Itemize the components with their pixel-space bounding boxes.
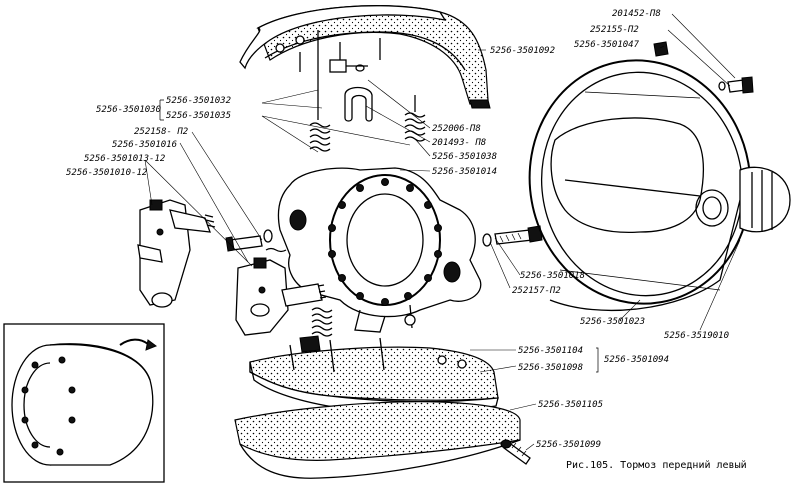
label-3501010: 5256-3501010-12: [66, 168, 147, 178]
figure-caption: Рис.105. Тормоз передний левый: [566, 459, 747, 471]
label-201493: 201493- П8: [432, 138, 486, 148]
label-252157: 252157-П2: [512, 286, 561, 296]
leader-lines: [144, 13, 741, 451]
label-3501030: 5256-3501030: [96, 105, 161, 115]
label-3501092: 5256-3501092: [490, 46, 555, 56]
label-3501014: 5256-3501014: [432, 167, 497, 177]
label-201452: 201452-П8: [612, 9, 661, 19]
label-3519010: 5256-3519010: [664, 331, 729, 341]
upper-springs-icon: [309, 30, 426, 152]
part-labels: 201452-П8 252155-П2 5256-3501047 5256-35…: [66, 9, 747, 471]
label-252155: 252155-П2: [590, 25, 639, 35]
label-252006: 252006-П8: [432, 124, 481, 134]
bolt-3501018-icon: [482, 225, 543, 247]
label-252158: 252158- П2: [134, 127, 188, 137]
brake-lining-icon: [234, 401, 521, 479]
label-3501099: 5256-3501099: [536, 440, 601, 450]
bolt-holes-icon: [328, 178, 442, 306]
label-3501094: 5256-3501094: [604, 355, 669, 365]
label-3501035: 5256-3501035: [166, 111, 231, 121]
upper-brake-shoe-icon: [239, 5, 491, 109]
lower-brake-shoe-icon: [249, 335, 499, 413]
label-3501104: 5256-3501104: [518, 346, 583, 356]
label-3501038: 5256-3501038: [432, 152, 497, 162]
brake-drum-inset: [3, 323, 165, 483]
label-3501018: 5256-3501018: [520, 271, 585, 281]
bolt-3501099-icon: [500, 439, 531, 465]
brake-support-icon: [277, 167, 482, 333]
small-bolt-icon: [653, 41, 754, 94]
label-3501023: 5256-3501023: [580, 317, 645, 327]
lower-spring-icon: [311, 307, 333, 337]
bolt-252158-icon: [225, 229, 273, 252]
label-3501105: 5256-3501105: [538, 400, 603, 410]
label-3501032: 5256-3501032: [166, 96, 231, 106]
label-3501098: 5256-3501098: [518, 363, 583, 373]
label-3501016: 5256-3501016: [112, 140, 177, 150]
wheel-cylinder-left-icon: [137, 199, 216, 308]
label-3501013: 5256-3501013-12: [84, 154, 165, 164]
brake-shield-icon: [528, 59, 791, 312]
label-3501047: 5256-3501047: [574, 40, 640, 50]
wheel-cylinder-right-icon: [235, 247, 327, 336]
